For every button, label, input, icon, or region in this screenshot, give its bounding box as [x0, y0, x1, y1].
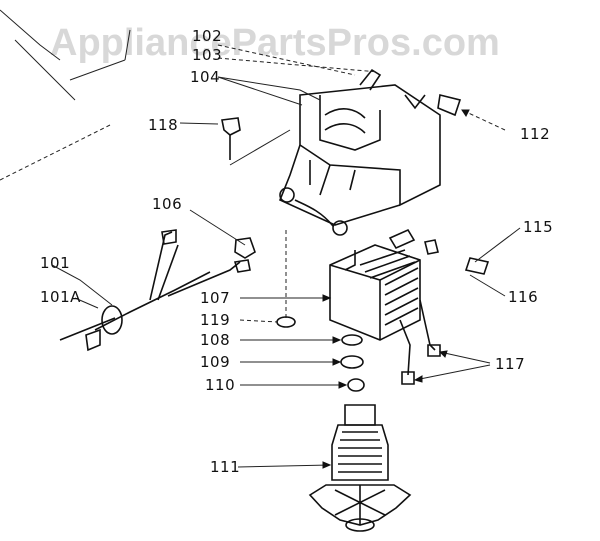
callout-115: 115	[523, 218, 553, 236]
connectors	[388, 228, 490, 385]
callout-117: 117	[495, 355, 525, 373]
callout-101a: 101A	[40, 288, 81, 306]
callout-119: 119	[200, 311, 230, 329]
callout-103: 103	[192, 46, 222, 64]
callout-104: 104	[190, 68, 220, 86]
shaft-parts	[276, 230, 365, 392]
callout-110: 110	[205, 376, 235, 394]
callout-109: 109	[200, 353, 230, 371]
callout-106: 106	[152, 195, 182, 213]
callout-116: 116	[508, 288, 538, 306]
callout-101: 101	[40, 254, 70, 272]
terminal-118	[221, 117, 241, 160]
callout-102: 102	[192, 27, 222, 45]
callout-111: 111	[210, 458, 240, 476]
bracket-assembly	[278, 68, 462, 236]
transformer-107	[329, 244, 436, 376]
callout-107: 107	[200, 289, 230, 307]
callout-labels: 102 103 104 118 112 106 115 101 101A 107…	[40, 27, 553, 476]
callout-118: 118	[148, 116, 178, 134]
motor-111	[308, 404, 412, 532]
callout-112: 112	[520, 125, 550, 143]
leader-lines	[51, 44, 521, 469]
callout-108: 108	[200, 331, 230, 349]
power-cord	[59, 229, 256, 352]
frame-lines	[0, 9, 291, 181]
